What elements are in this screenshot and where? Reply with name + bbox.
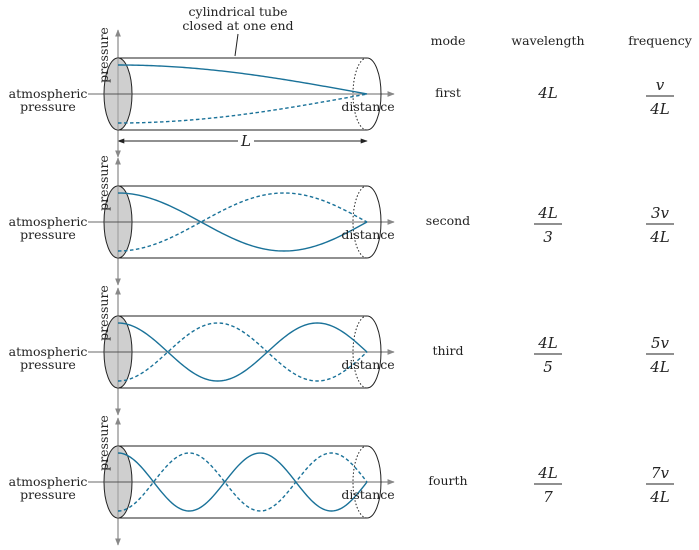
frequency-denominator: 4L <box>649 100 670 118</box>
open-end-front-rim <box>366 185 382 259</box>
mode-name: second <box>426 213 470 228</box>
open-end-back-rim <box>352 315 368 389</box>
wavelength-numerator: 4L <box>537 334 558 352</box>
open-end-back-rim <box>352 445 368 519</box>
frequency-denominator: 4L <box>649 358 670 376</box>
header-frequency: frequency <box>628 33 693 48</box>
tube-caption: cylindrical tube closed at one end <box>182 4 294 57</box>
pressure-axis-label: pressure <box>96 155 111 211</box>
distance-axis-label: distance <box>341 99 394 114</box>
mode-panel-first: pressuredistanceatmosphericpressurefirst… <box>9 27 674 158</box>
pressure-wave-solid <box>117 192 368 252</box>
caption-leader-line <box>234 33 239 57</box>
tube-caption-line2: closed at one end <box>182 18 293 33</box>
length-dimension: L <box>117 132 368 150</box>
wavelength-denominator: 7 <box>543 488 553 506</box>
frequency-denominator: 4L <box>649 488 670 506</box>
length-label-bg <box>238 134 254 148</box>
baseline-label-line2: pressure <box>20 357 76 372</box>
header-mode: mode <box>431 33 466 48</box>
frequency-numerator: 7v <box>651 464 670 482</box>
wavelength-denominator: 5 <box>543 358 553 376</box>
pressure-wave-dashed <box>118 93 368 124</box>
mode-name: third <box>432 343 463 358</box>
pressure-wave-dashed <box>117 322 368 382</box>
baseline-label-line1: atmospheric <box>9 344 88 359</box>
open-end-front-rim <box>366 57 382 131</box>
frequency-numerator: 5v <box>651 334 670 352</box>
open-end-front-rim <box>366 315 382 389</box>
mode-name: first <box>435 85 461 100</box>
frequency-denominator: 4L <box>649 228 670 246</box>
open-end-back-rim <box>352 185 368 259</box>
baseline-label-line2: pressure <box>20 487 76 502</box>
header-wavelength: wavelength <box>511 33 584 48</box>
wavelength-value: 4L <box>537 84 558 102</box>
baseline-label-line2: pressure <box>20 99 76 114</box>
mode-name: fourth <box>428 473 467 488</box>
distance-axis-label: distance <box>341 227 394 242</box>
pressure-wave-solid <box>117 452 368 512</box>
open-end-back-rim <box>352 57 368 131</box>
wavelength-denominator: 3 <box>543 228 553 246</box>
pressure-wave-solid <box>118 64 368 95</box>
pressure-wave-dashed <box>117 452 368 512</box>
mode-panels: pressuredistanceatmosphericpressurefirst… <box>9 27 674 546</box>
baseline-label-line2: pressure <box>20 227 76 242</box>
mode-panel-third: pressuredistanceatmosphericpressurethird… <box>9 285 674 416</box>
mode-panel-fourth: pressuredistanceatmosphericpressurefourt… <box>9 415 674 546</box>
baseline-label-line1: atmospheric <box>9 214 88 229</box>
pressure-axis-label: pressure <box>96 27 111 83</box>
pressure-wave-solid <box>117 322 368 382</box>
pressure-axis-label: pressure <box>96 415 111 471</box>
wavelength-numerator: 4L <box>537 204 558 222</box>
frequency-numerator: v <box>656 76 665 94</box>
wavelength-numerator: 4L <box>537 464 558 482</box>
length-label: L <box>240 132 251 150</box>
open-end-front-rim <box>366 445 382 519</box>
mode-panel-second: pressuredistanceatmosphericpressuresecon… <box>9 155 674 286</box>
baseline-label-line1: atmospheric <box>9 474 88 489</box>
pressure-wave-dashed <box>117 192 368 252</box>
pressure-axis-label: pressure <box>96 285 111 341</box>
tube-caption-line1: cylindrical tube <box>189 4 288 19</box>
distance-axis-label: distance <box>341 487 394 502</box>
baseline-label-line1: atmospheric <box>9 86 88 101</box>
distance-axis-label: distance <box>341 357 394 372</box>
frequency-numerator: 3v <box>651 204 670 222</box>
